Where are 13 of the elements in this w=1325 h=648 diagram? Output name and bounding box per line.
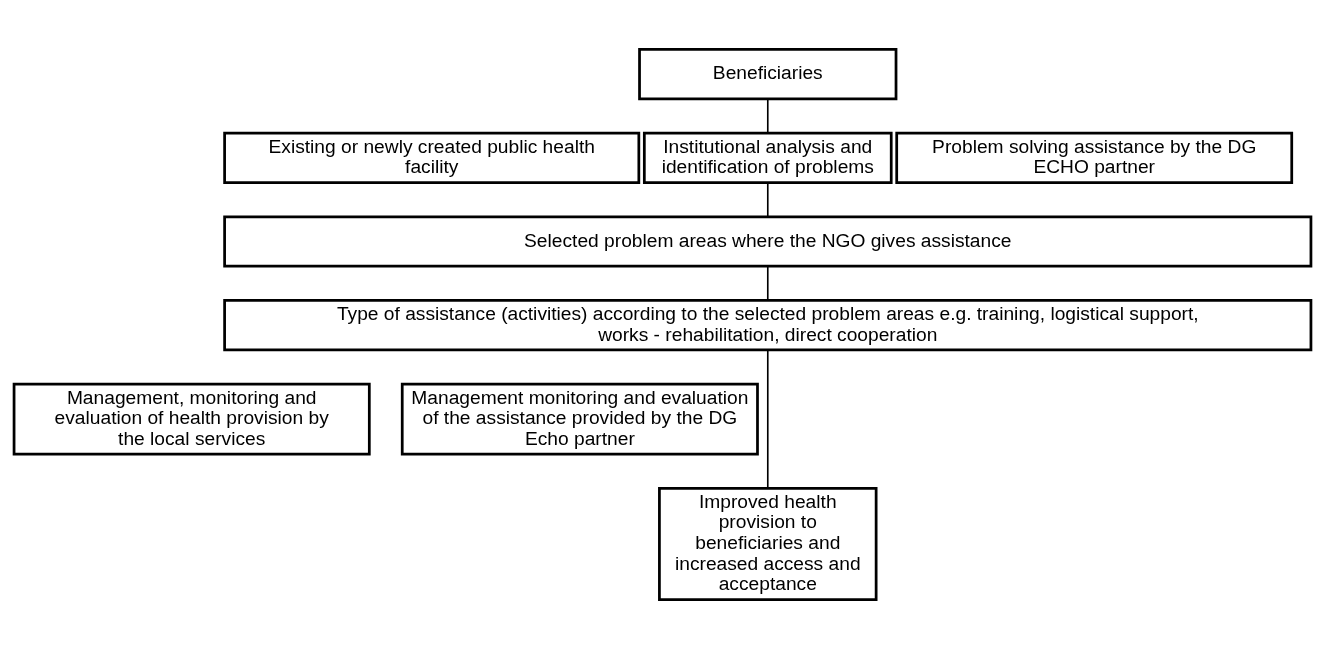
connector [766,264,769,301]
node-box: Management monitoring and evaluation of the assistance provided by the DG Echo partner [400,382,759,455]
node-box: Management, monitoring and evaluation of health provision by the local services [12,382,371,455]
node-box: Type of assistance (activities) according to the selected problem areas e.g. training, logistical support, works - rehabilitation, direct cooperation [223,298,1313,351]
node-box: Existing or newly created public health facility [223,131,641,184]
connector [766,181,769,217]
connector [766,97,769,134]
node-box: Selected problem areas where the NGO gives assistance [223,214,1313,268]
node-box: Beneficiaries [638,47,898,100]
node-box: Improved health provision to beneficiaries and increased access and acceptance [658,486,878,601]
node-box: Problem solving assistance by the DG ECHO partner [895,131,1294,184]
connector [766,348,769,489]
node-box: Institutional analysis and identification of problems [642,131,893,184]
